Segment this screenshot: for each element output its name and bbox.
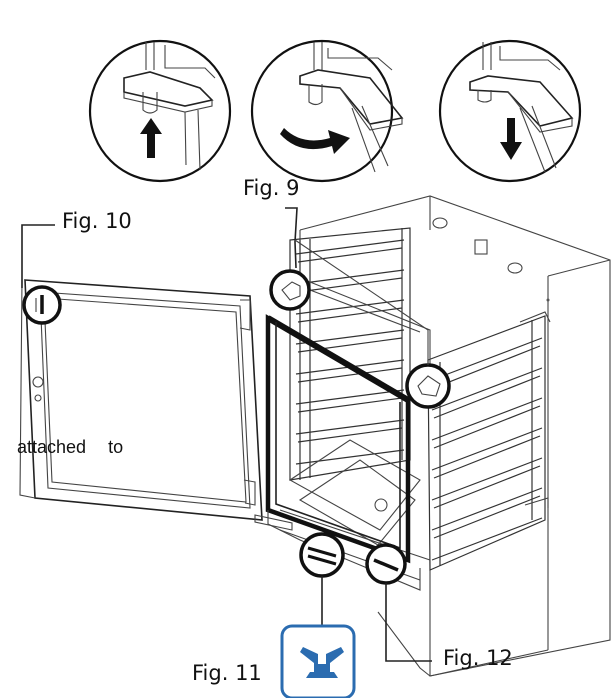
- door-gasket-frame: [265, 314, 421, 591]
- detail-step-rotate: [250, 39, 404, 183]
- arrow-up-icon: [140, 118, 162, 158]
- callout-fig9-upper: [269, 269, 311, 311]
- callout-fig9-lower: [405, 363, 451, 409]
- right-rack: [427, 311, 551, 571]
- figure-12-label: Fig. 12: [443, 646, 513, 670]
- callout-fig12: [365, 543, 407, 585]
- callout-fig10: [22, 285, 62, 325]
- curved-arrow-right-icon: [280, 128, 350, 154]
- figure-11-label: Fig. 11: [192, 661, 262, 685]
- open-door: [19, 279, 293, 531]
- detail-step-lift: [88, 39, 232, 183]
- attached-word: attached: [17, 437, 87, 457]
- blue-y-emblem-icon: [280, 624, 356, 698]
- left-rack: [289, 227, 411, 481]
- oven-cabinet: [299, 195, 611, 677]
- figure-9-label: Fig. 9: [243, 176, 300, 200]
- callout-fig11: [299, 532, 345, 578]
- to-word: to: [108, 437, 124, 457]
- door-hinge-lines: [289, 277, 431, 480]
- arrow-down-icon: [500, 118, 522, 160]
- figure-10-label: Fig. 10: [62, 209, 132, 233]
- attached-to-label: attached to: [17, 437, 123, 458]
- detail-step-lower: [438, 39, 582, 183]
- leader-lines: [21, 207, 432, 662]
